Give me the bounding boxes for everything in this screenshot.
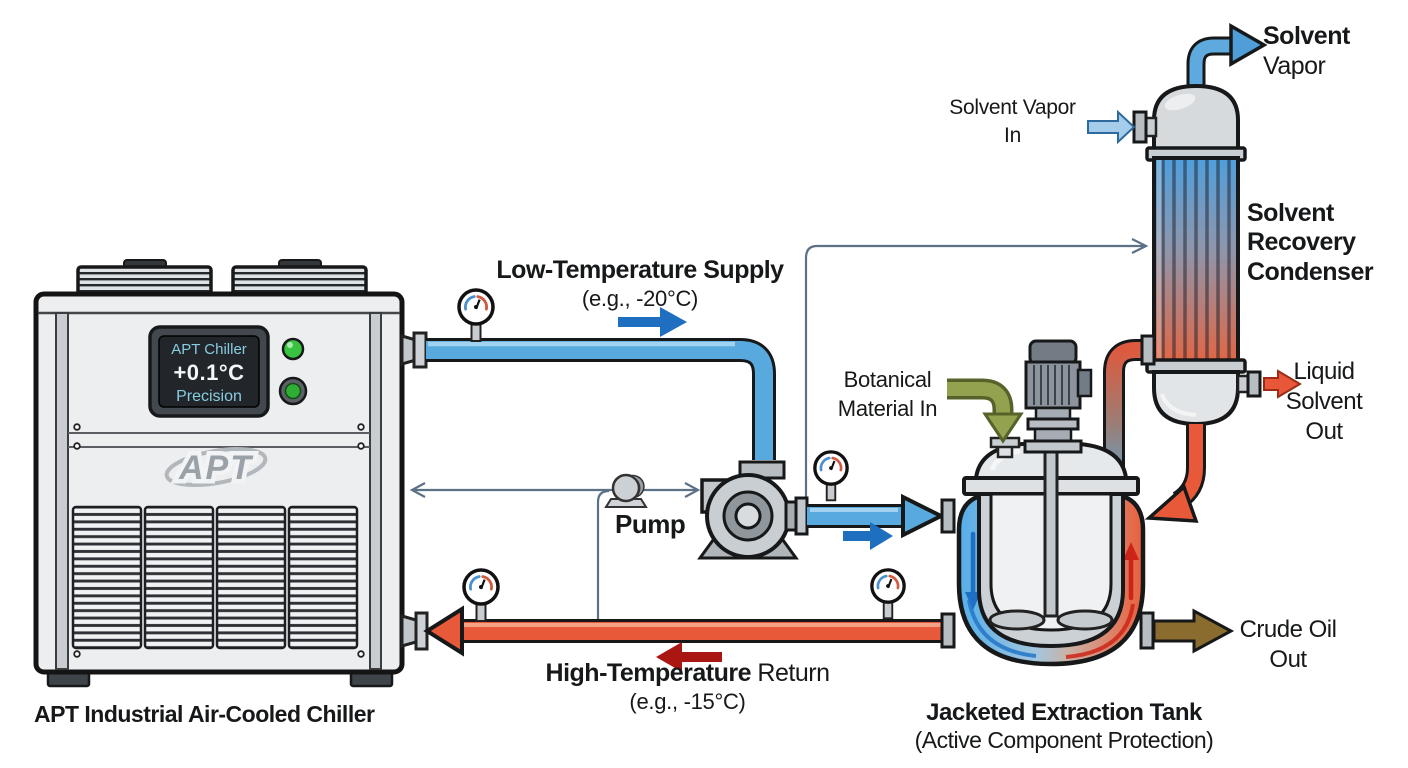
condenser-tube-stripes <box>1161 160 1231 360</box>
supply-label: Low-Temperature Supply (e.g., -20°C) <box>468 256 812 311</box>
supply-subtitle: (e.g., -20°C) <box>581 285 699 311</box>
return-title-rest: Return <box>750 659 830 687</box>
cabinet-left-strip <box>55 312 69 670</box>
power-led-icon <box>278 376 308 406</box>
liquid-out-label: Liquid Solvent Out <box>1254 357 1394 447</box>
vapor-out-arrow-icon <box>1229 22 1268 68</box>
jacket-inlet-flange <box>940 498 956 534</box>
apt-logo: APT <box>164 445 268 492</box>
liquid-out-arrow-icon <box>1263 369 1302 399</box>
cabinet-right-strip <box>369 312 382 670</box>
apt-logo-text: APT <box>178 449 254 487</box>
tank-subtitle: (Active Component Protection) <box>914 727 1214 754</box>
liquid-out-line3: Out <box>1305 418 1343 445</box>
supply-flow-arrow-icon <box>618 307 687 337</box>
impeller-left <box>988 609 1046 631</box>
left-arrow-icon <box>409 482 426 498</box>
return-title-bold: High-Temperature <box>545 659 752 687</box>
solvent-return-arrow-icon <box>1144 483 1199 523</box>
condenser-vapor-in-flange <box>1132 110 1148 144</box>
return-pipe <box>400 605 950 657</box>
vapor-out-rest: Vapor <box>1263 52 1326 80</box>
vapor-in-line2: In <box>1004 124 1021 148</box>
panel-seams <box>68 432 370 448</box>
supply-title: Low-Temperature Supply <box>496 256 784 284</box>
chiller-fan-left <box>76 259 213 299</box>
condenser-bottom-dome <box>1152 370 1240 427</box>
jacket-outlet-flange <box>940 612 956 649</box>
extraction-tank <box>940 339 1155 667</box>
right-arrow-icon <box>684 482 701 498</box>
gauge-pump-outlet <box>813 450 849 502</box>
return-subtitle: (e.g., -15°C) <box>629 688 746 714</box>
chiller-unit: APT <box>33 259 405 688</box>
agitator-motor <box>1023 339 1093 454</box>
condenser-liquid-flange <box>1246 370 1262 398</box>
vapor-in-arrow-icon <box>1087 109 1136 145</box>
condenser-title3: Condenser <box>1247 257 1374 286</box>
gauge-return-right <box>870 568 906 620</box>
tank-title: Jacketed Extraction Tank <box>926 699 1202 726</box>
botanical-line2: Material In <box>837 395 938 421</box>
return-flow-arrow-icon <box>656 642 722 672</box>
pump-hub <box>734 502 762 530</box>
return-label: High-Temperature Return (e.g., -15°C) <box>515 659 860 714</box>
crude-out-label: Crude Oil Out <box>1218 615 1358 675</box>
display-line2: +0.1°C <box>173 360 245 385</box>
chiller-fan-right <box>231 259 368 299</box>
pump-label: Pump <box>615 509 686 539</box>
condenser-title1: Solvent <box>1247 199 1334 227</box>
condenser-leader-line <box>804 244 1144 503</box>
panel-screws <box>73 423 365 658</box>
display-screen <box>158 335 260 408</box>
botanical-line1: Botanical <box>843 367 932 392</box>
impeller-right <box>1056 609 1114 631</box>
crude-outlet-flange <box>1139 611 1155 650</box>
condenser-top-dome <box>1152 83 1240 152</box>
botanical-arrow-icon <box>947 378 1024 444</box>
gauge-return-left <box>462 568 500 623</box>
status-led-icon <box>281 337 305 361</box>
feed-nozzle <box>989 436 1021 459</box>
vapor-in-line1: Solvent Vapor <box>949 96 1076 119</box>
vapor-in-label: Solvent Vapor In <box>920 94 1105 151</box>
pump-outlet-flange <box>794 496 809 536</box>
botanical-label: Botanical Material In <box>795 366 980 423</box>
leader-lines <box>409 238 1149 619</box>
chiller-display: APT Chiller +0.1°C Precision <box>159 340 259 405</box>
supply-pipe <box>400 331 776 460</box>
vapor-out-bold: Solvent <box>1263 22 1350 50</box>
return-arrowhead-icon <box>423 605 464 657</box>
pump-unit <box>697 460 809 560</box>
pump-flow-arrow-icon <box>843 522 893 550</box>
pump-icon <box>604 473 648 508</box>
condenser-unit <box>1132 22 1268 523</box>
tank-label: Jacketed Extraction Tank (Active Compone… <box>878 699 1250 754</box>
display-line1: APT Chiller <box>171 341 247 358</box>
liquid-out-line1: Liquid <box>1293 358 1355 385</box>
vent-grilles <box>71 505 359 650</box>
supply-flange <box>412 331 428 369</box>
condenser-title2: Recovery <box>1247 228 1356 257</box>
crude-out-line1: Crude Oil <box>1239 616 1337 643</box>
jacket-flow-marks <box>965 531 1139 659</box>
condenser-label: Solvent Recovery Condenser <box>1247 199 1374 287</box>
vapor-out-label: Solvent Vapor <box>1263 21 1350 81</box>
chiller-label: APT Industrial Air-Cooled Chiller <box>34 701 375 727</box>
crude-out-line2: Out <box>1269 646 1307 673</box>
supply-arrowhead-icon <box>901 493 946 539</box>
display-line3: Precision <box>176 388 242 405</box>
return-nozzle <box>400 614 418 648</box>
pump-outlet-pipe <box>807 493 946 539</box>
agitator-shaft <box>1043 450 1059 618</box>
pump-return-drop-line <box>596 489 610 619</box>
condenser-coolant-flange <box>1140 334 1156 366</box>
liquid-out-line2: Solvent <box>1285 388 1363 415</box>
crude-oil-arrow-icon <box>1152 608 1235 654</box>
condenser-leader-arrow-icon <box>1131 238 1149 254</box>
